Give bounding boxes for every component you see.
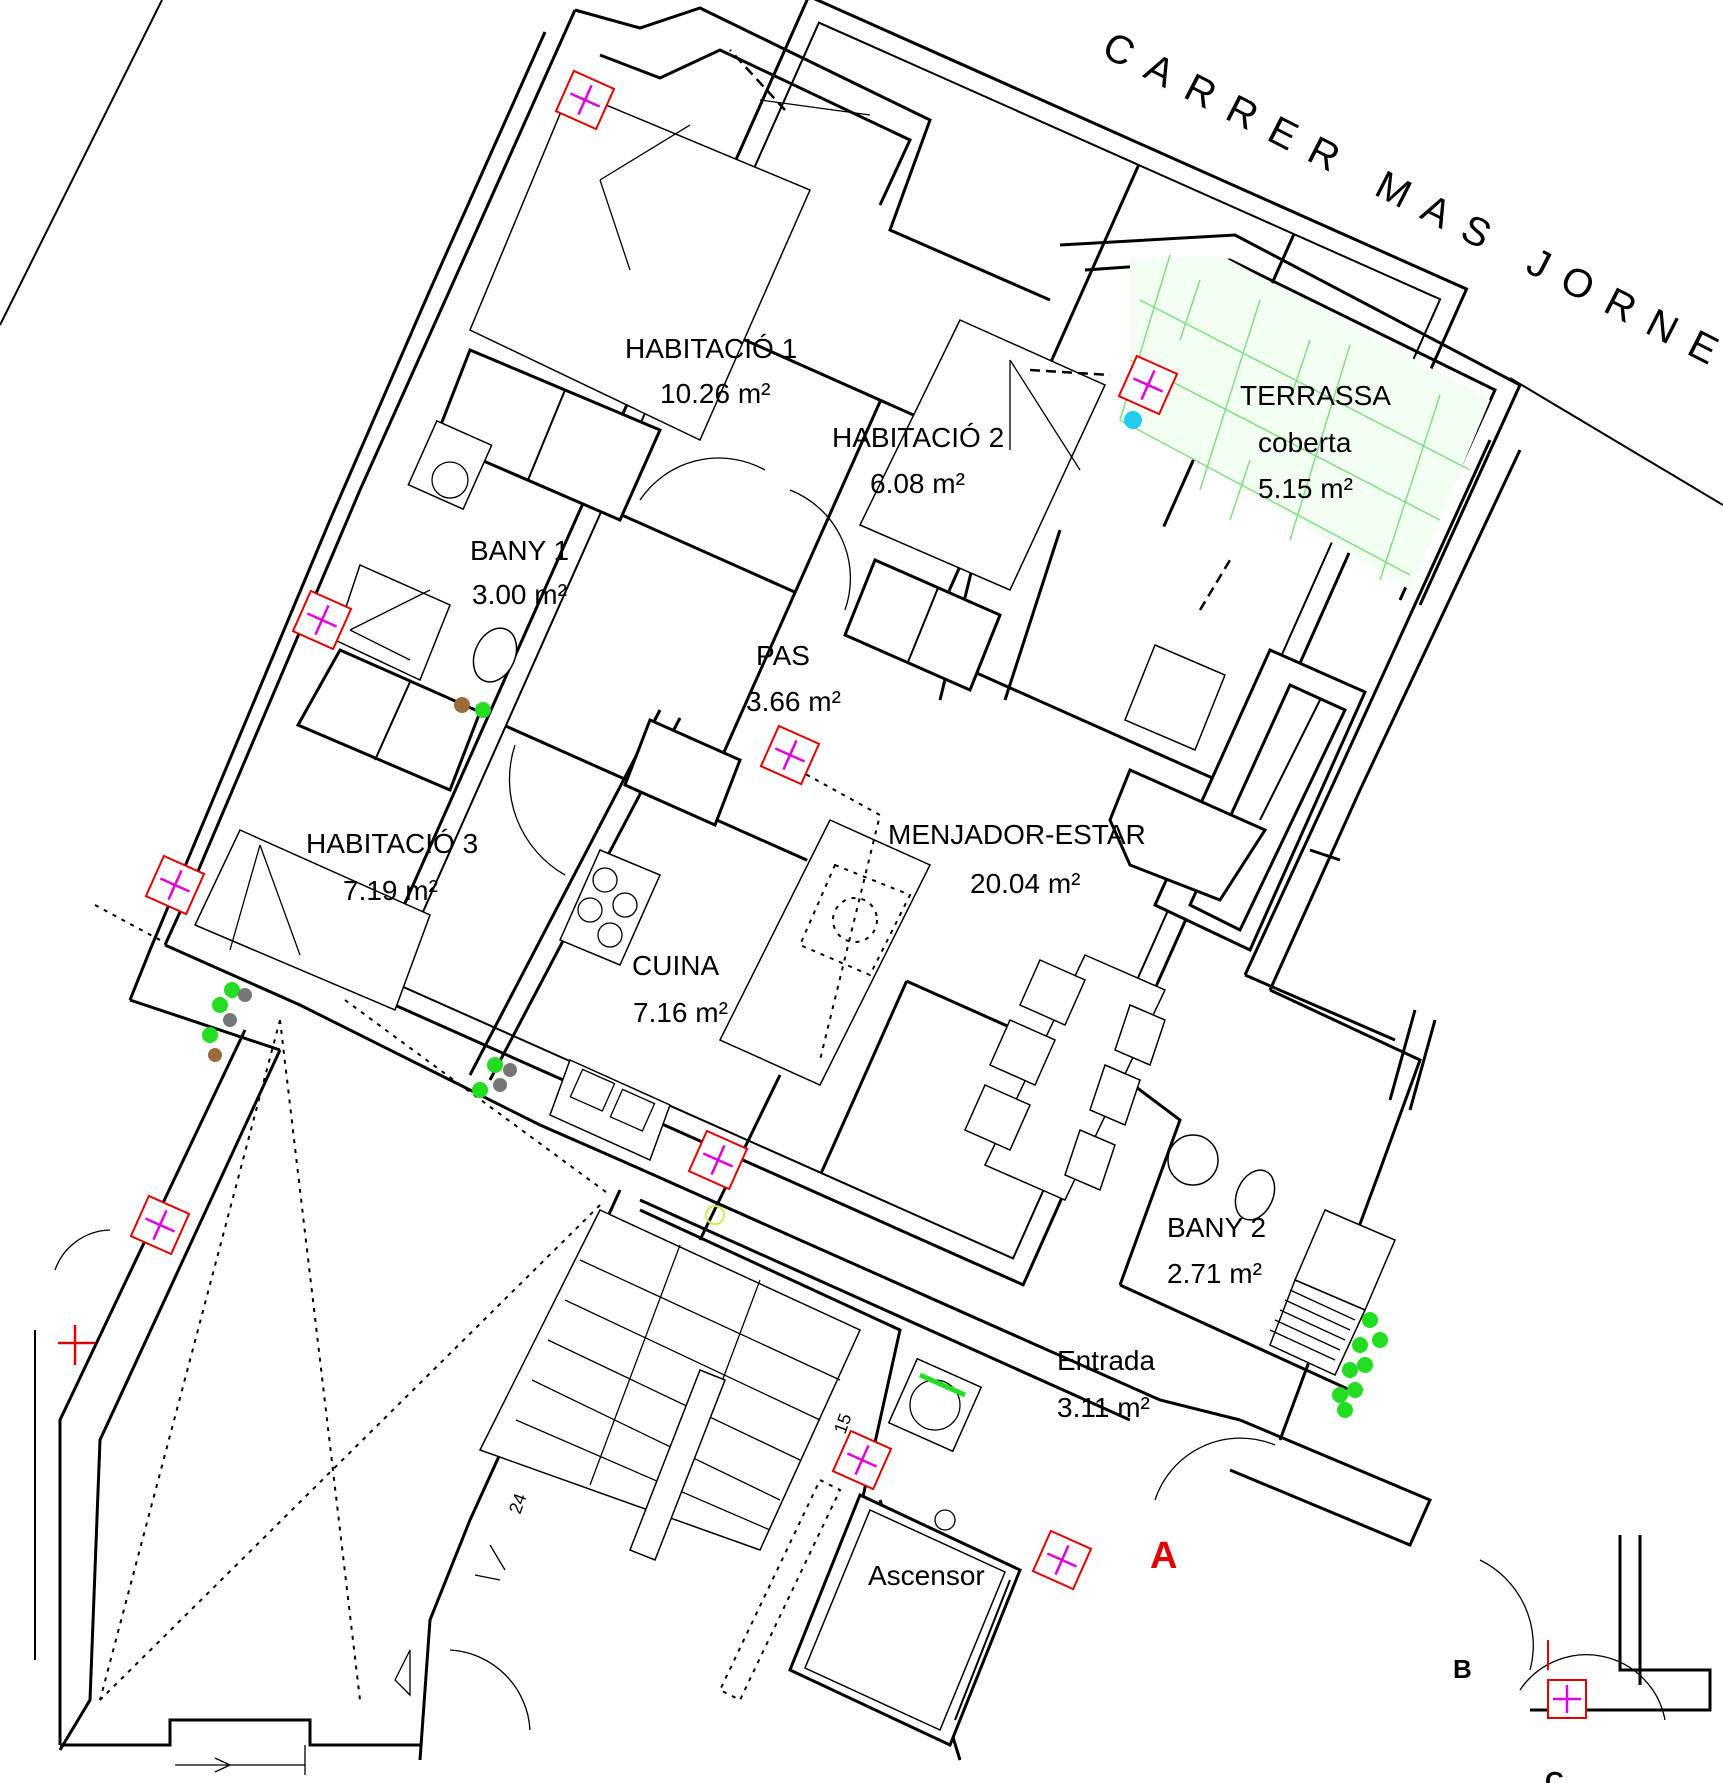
room-area-bany-2: 2.71 m²: [1167, 1258, 1262, 1289]
bed-icon: [858, 319, 1106, 591]
dimension-marks: [175, 1544, 506, 1775]
wardrobe-icon: [295, 348, 662, 792]
plot-boundaries: [0, 0, 1723, 506]
kitchen-island: [718, 819, 932, 1086]
room-label-habitacio-2: HABITACIÓ 2: [832, 422, 1004, 453]
window-marker-icon: [759, 724, 821, 786]
bed-icon: [469, 89, 811, 442]
room-label-bany-1: BANY 1: [470, 535, 569, 566]
hob-icon: [559, 849, 661, 966]
window-marker-icon: [291, 589, 353, 651]
furniture: [193, 89, 1396, 1453]
boiler-icon: [1167, 1134, 1219, 1186]
window-marker-icon: [144, 854, 206, 916]
door-swing-icon: [54, 49, 1666, 1731]
room-area-cuina: 7.16 m²: [633, 997, 728, 1028]
sofa-icon: [1108, 644, 1367, 953]
room-sublabel-terrassa: coberta: [1258, 427, 1352, 458]
window-markers: [58, 69, 1587, 1719]
room-label-habitacio-1: HABITACIÓ 1: [625, 333, 797, 364]
window-marker-icon: [129, 1194, 191, 1256]
shower-grate: [1269, 1279, 1367, 1376]
elevator-icon: [788, 1492, 1022, 1748]
window-marker-icon: [1031, 1529, 1093, 1591]
room-area-habitacio-1: 10.26 m²: [660, 378, 771, 409]
room-area-terrassa: 5.15 m²: [1258, 473, 1353, 504]
dining-chair-icon: [964, 959, 1166, 1192]
room-label-habitacio-3: HABITACIÓ 3: [306, 828, 478, 859]
access-point-b: B: [1453, 1654, 1472, 1684]
stair-number-bottom: 24: [505, 1491, 531, 1517]
toilet-icon: [472, 627, 518, 683]
room-label-entrada: Entrada: [1057, 1345, 1155, 1376]
room-area-bany-1: 3.00 m²: [472, 579, 567, 610]
room-area-habitacio-2: 6.08 m²: [870, 468, 965, 499]
elevator-label: Ascensor: [868, 1560, 985, 1591]
room-area-entrada: 3.11 m²: [1057, 1392, 1150, 1423]
room-label-cuina: CUINA: [632, 950, 719, 981]
red-tick-marks: [58, 1325, 1549, 1670]
room-label-bany-2: BANY 2: [1167, 1212, 1266, 1243]
room-label-terrassa: TERRASSA: [1240, 380, 1391, 411]
window-marker-icon: [1117, 354, 1179, 416]
window-marker-icon: [1547, 1679, 1587, 1719]
dining-table: [983, 954, 1167, 1201]
window-marker-icon: [554, 69, 616, 131]
window-marker-icon: [687, 1129, 749, 1191]
sink-icon: [407, 419, 493, 511]
room-area-habitacio-3: 7.19 m²: [343, 875, 438, 906]
toilet-icon: [1234, 1169, 1276, 1221]
stair-flight: [478, 1209, 861, 1702]
installation-symbols: [202, 411, 1388, 1418]
access-point-c: C: [1545, 1766, 1564, 1783]
access-point-a: A: [1150, 1535, 1177, 1577]
terrace-tiling: [1119, 254, 1490, 590]
dotted-guides: [94, 759, 882, 1701]
room-label-menjador-estar: MENJADOR-ESTAR: [888, 819, 1146, 850]
room-label-pas: PAS: [756, 640, 810, 671]
room-area-pas: 3.66 m²: [746, 686, 841, 717]
sink-icon: [549, 1058, 671, 1162]
bed-icon: [193, 829, 431, 1011]
window-marker-icon: [831, 1429, 893, 1491]
room-area-menjador-estar: 20.04 m²: [970, 868, 1081, 899]
